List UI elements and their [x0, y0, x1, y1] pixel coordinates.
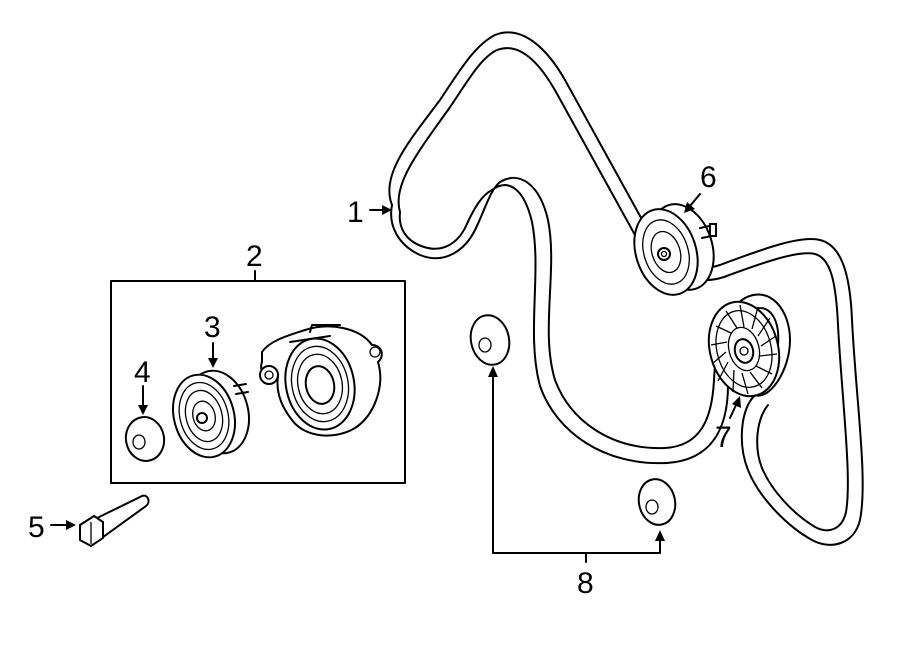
drive-belt-upper	[388, 31, 864, 546]
callout-3: 3	[204, 311, 221, 344]
idler-pulley-7	[707, 300, 781, 398]
bolt-5	[79, 494, 150, 548]
callout-2: 2	[246, 240, 263, 273]
idler-pulley-6	[633, 203, 717, 296]
callout-8: 8	[577, 567, 594, 600]
callout-7: 7	[715, 421, 732, 454]
tensioner-assembly	[259, 324, 383, 437]
tensioner-assembly-box	[110, 280, 406, 484]
washer-4	[124, 416, 166, 462]
callout-4: 4	[134, 356, 151, 389]
washer-8-lower	[637, 478, 677, 526]
drive-belt-lower	[491, 176, 791, 465]
leader-lines	[50, 193, 741, 563]
washer-8-upper	[469, 314, 511, 366]
callout-1: 1	[347, 196, 364, 229]
callout-6: 6	[700, 161, 717, 194]
tensioner-pulley-3	[172, 369, 250, 459]
callout-5: 5	[28, 511, 45, 544]
